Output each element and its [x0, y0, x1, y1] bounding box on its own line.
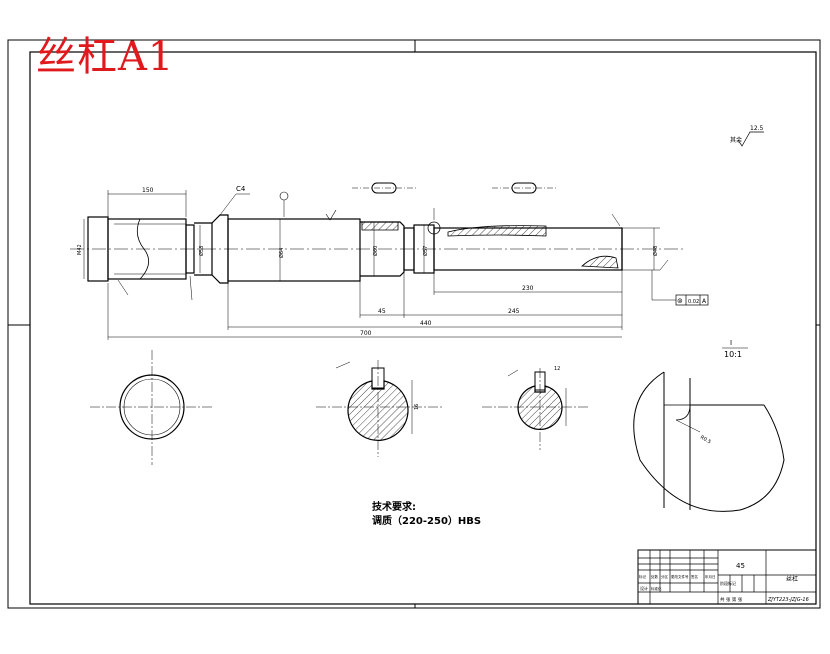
title-block-material: 45 [736, 562, 745, 570]
dim-45: 45 [378, 308, 386, 315]
title-block-header-3: 更改文件号 [671, 574, 689, 579]
detail-radius: R0.5 [699, 435, 712, 446]
dim-section-12: 12 [554, 366, 560, 372]
tech-requirements-line: 调质（220-250）HBS [372, 516, 482, 527]
outer-frame [7, 39, 821, 609]
title-block-header-1: 处数 [651, 574, 659, 579]
drawing-title: 丝杠A1 [36, 34, 175, 80]
dim-dia57: Ø57 [422, 246, 429, 256]
tolerance-datum: A [702, 298, 707, 305]
dim-dia58: Ø58 [198, 246, 205, 256]
keyway-section-3 [580, 255, 619, 269]
title-block-sheet-info: 共 张 第 张 [720, 596, 743, 603]
dim-440: 440 [420, 320, 432, 327]
detail-view-i [633, 371, 785, 512]
keyway-section-1 [361, 221, 399, 231]
tolerance-value: 0.02 [688, 299, 699, 305]
tech-requirements-heading: 技术要求: [372, 502, 416, 513]
section-key-48 [482, 368, 590, 450]
dim-chamfer: C4 [236, 185, 246, 193]
dim-section-16: 16 [414, 404, 420, 410]
detail-scale: 10:1 [724, 350, 742, 359]
detail-label: I [730, 339, 732, 347]
roughness-label: 其余 [730, 136, 742, 144]
title-block-header-4: 签名 [691, 574, 698, 579]
dim-245: 245 [508, 308, 520, 315]
title-block-stage: 阶段标记 [720, 580, 736, 586]
centering-marks [8, 40, 820, 608]
title-block-drawing-no: ZJYT223-JZJG-16 [767, 597, 809, 603]
roughness-value: 12.5 [750, 125, 764, 132]
tolerance-symbol: ⊚ [677, 297, 683, 305]
section-key-60 [316, 360, 444, 457]
geometric-tolerance-frame [675, 294, 709, 306]
dim-230: 230 [522, 285, 534, 292]
dim-m42: M42 [77, 244, 83, 255]
title-block-header-2: 分区 [661, 574, 669, 579]
dim-700: 700 [360, 330, 372, 337]
dim-dia48: Ø48 [652, 246, 659, 256]
inner-frame [29, 51, 817, 605]
title-block-part-name: 丝杠 [786, 575, 798, 583]
dim-dia64: Ø64 [278, 248, 285, 258]
dim-dia60: Ø60 [372, 246, 379, 256]
title-block-role-design: 设计 [640, 585, 648, 591]
section-thread-end [90, 350, 212, 465]
title-block-header-0: 标记 [639, 574, 647, 579]
title-block-header-5: 年月日 [705, 574, 716, 579]
title-block-role-standard: 标准化 [651, 586, 662, 591]
dim-150: 150 [142, 187, 154, 194]
shaft-main-view [70, 131, 764, 340]
keyway-section-2 [447, 225, 547, 237]
title-block [637, 549, 817, 605]
